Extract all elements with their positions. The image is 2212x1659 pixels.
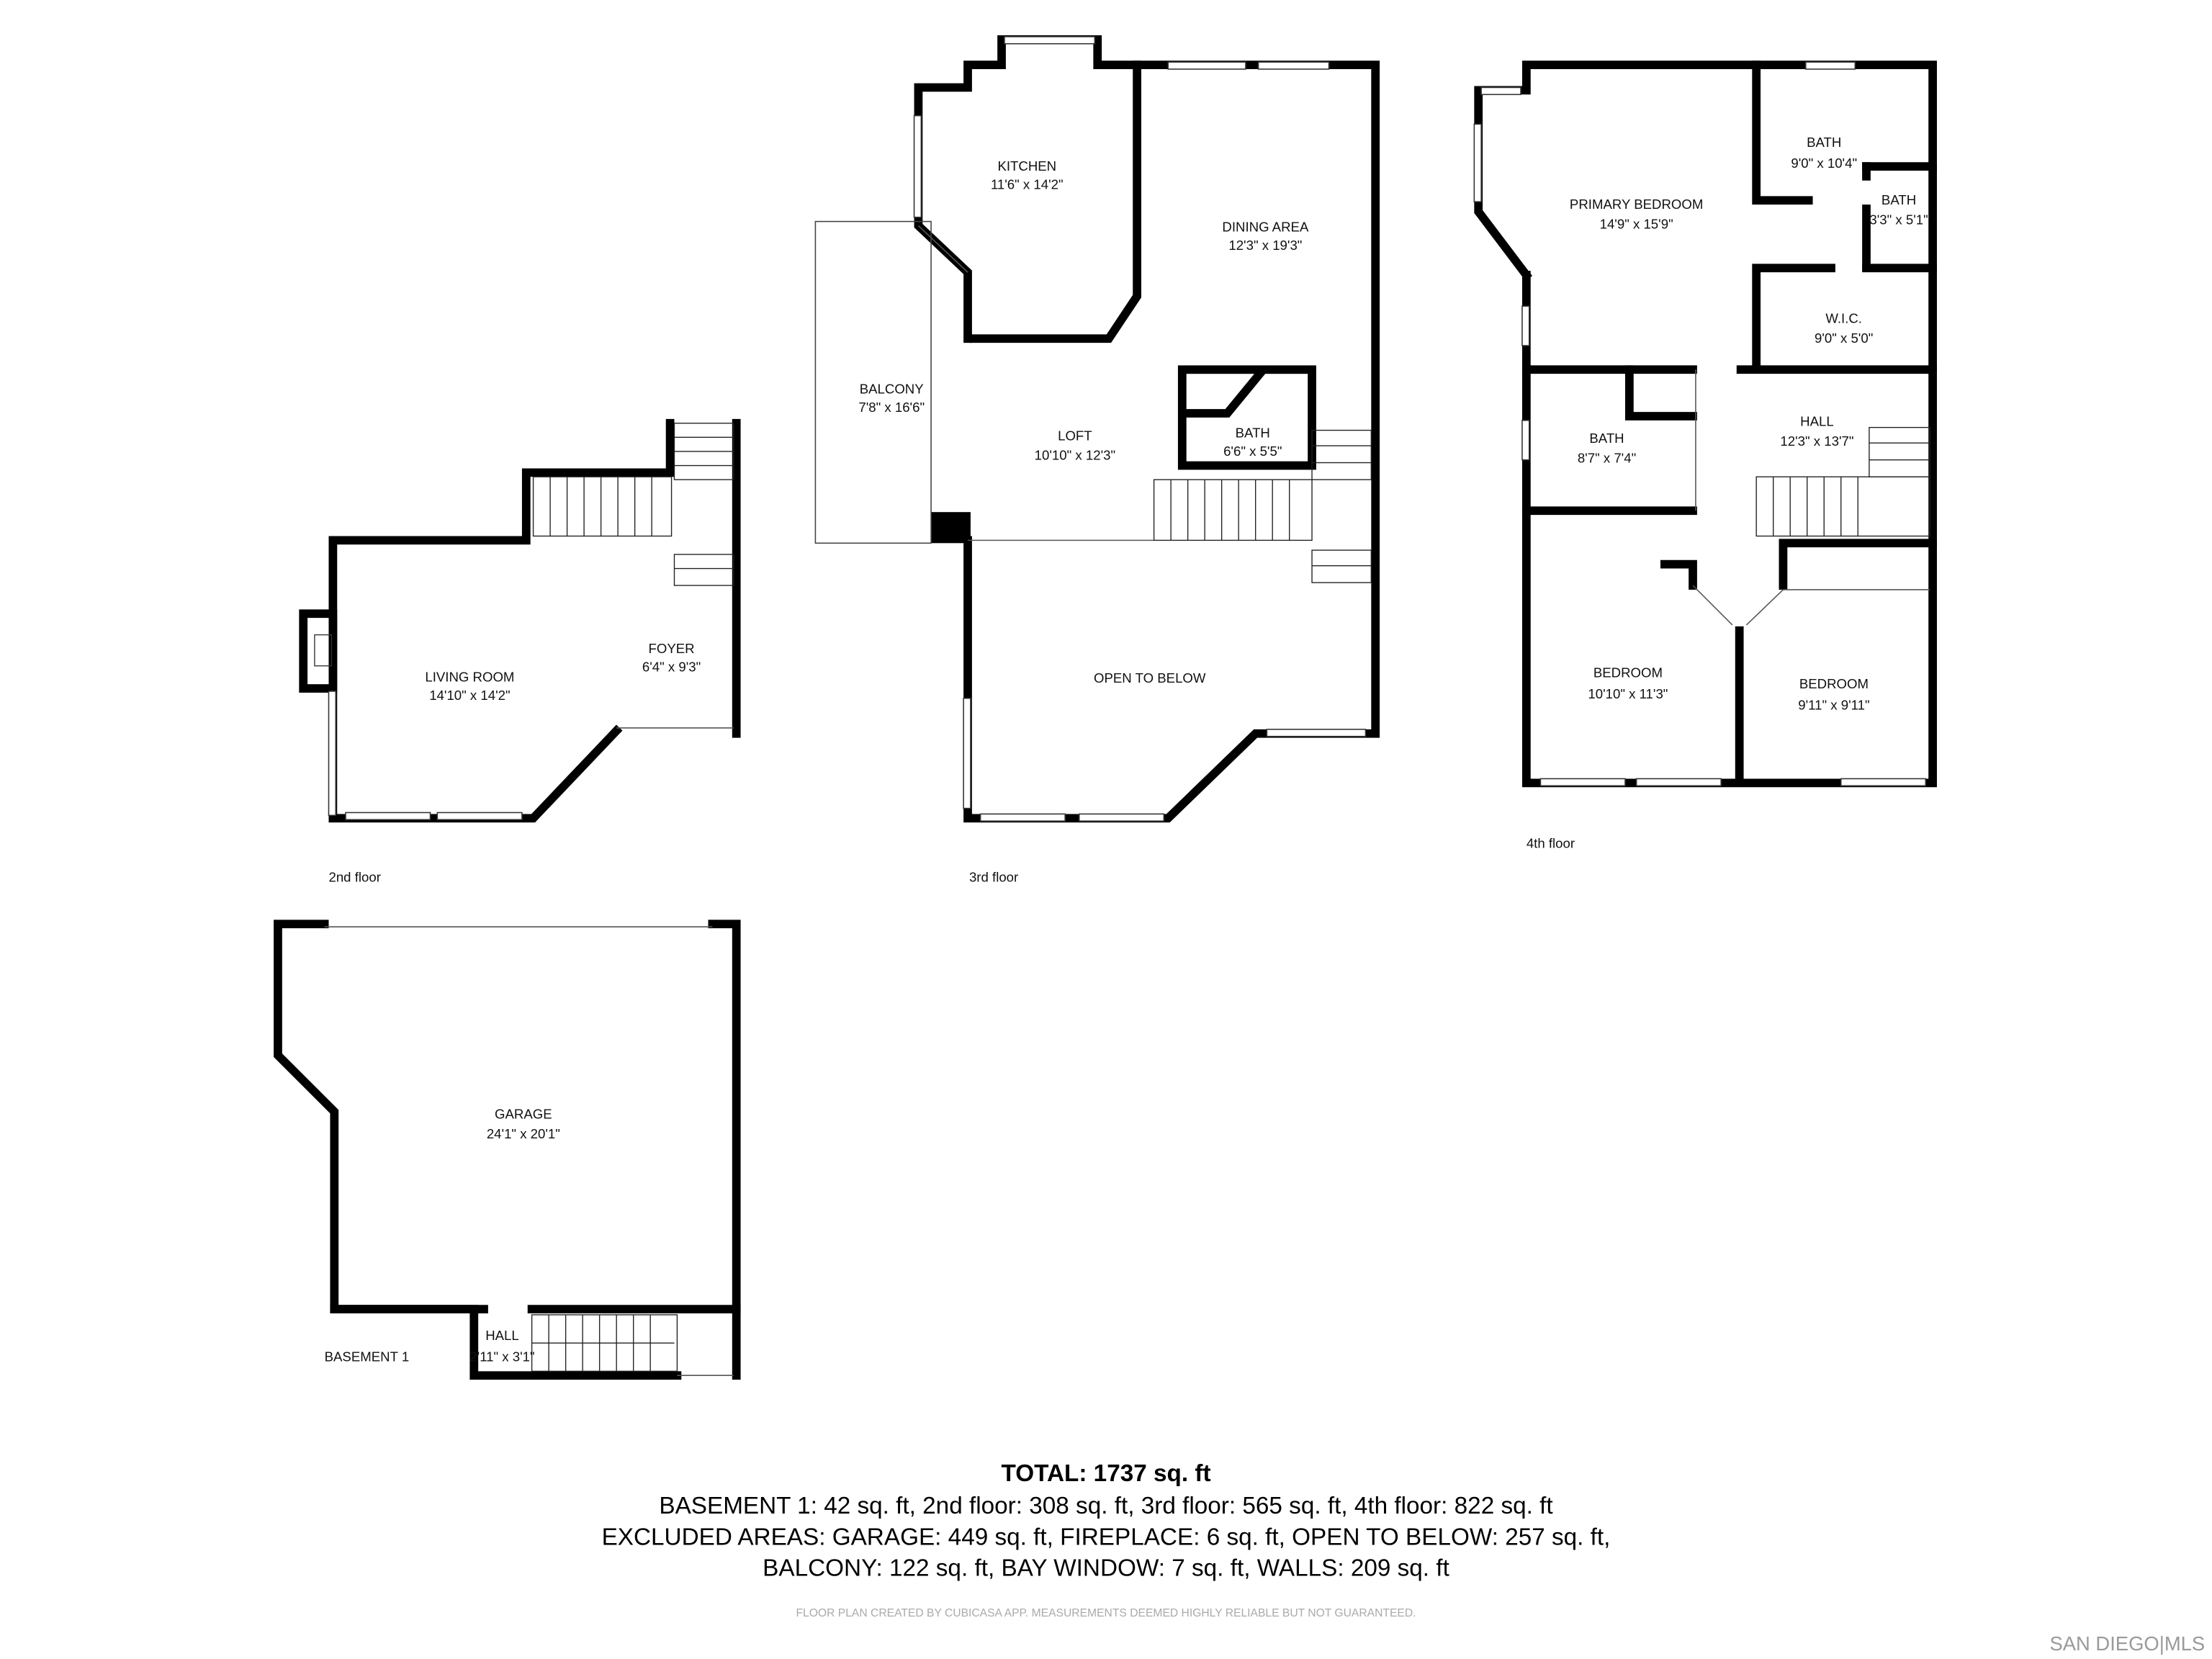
room-name: BATH <box>1236 425 1270 440</box>
room-name: LIVING ROOM <box>425 669 514 684</box>
room-name: BEDROOM <box>1593 665 1663 680</box>
mls-logo: SAN DIEGO|MLS <box>2049 1632 2205 1655</box>
floor-3rd: KITCHEN 11'6" x 14'2" DINING AREA 12'3" … <box>814 35 1380 884</box>
disclaimer: FLOOR PLAN CREATED BY CUBICASA APP. MEAS… <box>796 1607 1416 1619</box>
floor-areas: BASEMENT 1: 42 sq. ft, 2nd floor: 308 sq… <box>659 1493 1552 1519</box>
stairs <box>531 1314 678 1372</box>
room-size: 7'8" x 16'6" <box>858 400 925 415</box>
total-area: TOTAL: 1737 sq. ft <box>1001 1460 1210 1487</box>
excluded-areas-cont: BALCONY: 122 sq. ft, BAY WINDOW: 7 sq. f… <box>763 1555 1449 1581</box>
room-size: 9'0" x 5'0" <box>1815 331 1873 346</box>
fireplace <box>299 609 338 693</box>
room-name: DINING AREA <box>1222 219 1309 234</box>
floor-basement: GARAGE 24'1" x 20'1" HALL 2'11" x 3'1" B… <box>274 920 741 1380</box>
stairs <box>1153 429 1372 583</box>
room-size: 12'3" x 13'7" <box>1780 433 1853 449</box>
balcony <box>814 220 932 544</box>
room-size: 3'3" x 5'1" <box>1869 212 1928 228</box>
floor-label: 4th floor <box>1527 835 1575 850</box>
room-name: HALL <box>485 1328 519 1343</box>
room-name: BEDROOM <box>1799 676 1869 691</box>
room-name: BATH <box>1881 192 1916 207</box>
room-name: OPEN TO BELOW <box>1094 670 1206 685</box>
room-name: BALCONY <box>860 382 924 397</box>
stairs <box>532 423 734 586</box>
room-size: 9'11" x 9'11" <box>1798 697 1869 712</box>
floor-label: 3rd floor <box>969 869 1018 884</box>
excluded-areas: EXCLUDED AREAS: GARAGE: 449 sq. ft, FIRE… <box>602 1524 1611 1550</box>
room-size: 14'9" x 15'9" <box>1600 216 1673 231</box>
room-size: 10'10" x 12'3" <box>1035 448 1115 463</box>
room-size: 24'1" x 20'1" <box>487 1126 560 1141</box>
room-name: KITCHEN <box>997 158 1056 174</box>
floor-label: 2nd floor <box>328 869 380 884</box>
room-name: HALL <box>1800 414 1834 429</box>
area-summary: TOTAL: 1737 sq. ft BASEMENT 1: 42 sq. ft… <box>602 1460 1611 1619</box>
room-size: 10'10" x 11'3" <box>1588 686 1668 701</box>
floor-2nd: LIVING ROOM 14'10" x 14'2" FOYER 6'4" x … <box>299 418 741 884</box>
room-size: 6'4" x 9'3" <box>642 660 701 675</box>
room-size: 2'11" x 3'1" <box>469 1349 534 1364</box>
room-size: 8'7" x 7'4" <box>1578 451 1636 466</box>
room-size: 9'0" x 10'4" <box>1791 156 1857 171</box>
room-name: FOYER <box>649 641 695 656</box>
stairs <box>1755 426 1930 537</box>
room-size: 11'6" x 14'2" <box>991 177 1064 192</box>
room-size: 12'3" x 19'3" <box>1228 238 1302 253</box>
room-name: LOFT <box>1058 428 1092 443</box>
room-name: GARAGE <box>495 1107 552 1122</box>
room-size: 14'10" x 14'2" <box>429 688 510 703</box>
room-name: PRIMARY BEDROOM <box>1570 197 1703 212</box>
floor-label: BASEMENT 1 <box>325 1349 410 1364</box>
room-name: BATH <box>1807 135 1841 150</box>
floor-4th: PRIMARY BEDROOM 14'9" x 15'9" BATH 9'0" … <box>1473 60 1937 850</box>
room-name: W.I.C. <box>1825 311 1862 326</box>
room-size: 6'6" x 5'5" <box>1223 444 1282 459</box>
room-name: BATH <box>1589 431 1624 446</box>
